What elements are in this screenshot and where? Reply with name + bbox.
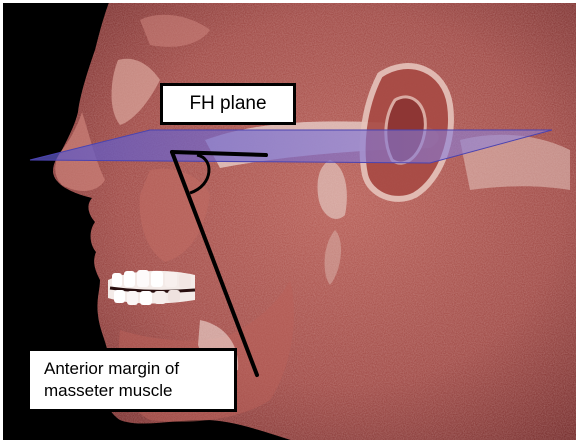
fh-plane-label: FH plane xyxy=(160,83,296,125)
teeth xyxy=(108,270,195,305)
masseter-label-line1: Anterior margin of xyxy=(44,358,234,380)
masseter-label-line2: masseter muscle xyxy=(44,380,234,402)
masseter-label: Anterior margin of masseter muscle xyxy=(27,348,237,412)
fh-plane-label-text: FH plane xyxy=(189,93,266,114)
